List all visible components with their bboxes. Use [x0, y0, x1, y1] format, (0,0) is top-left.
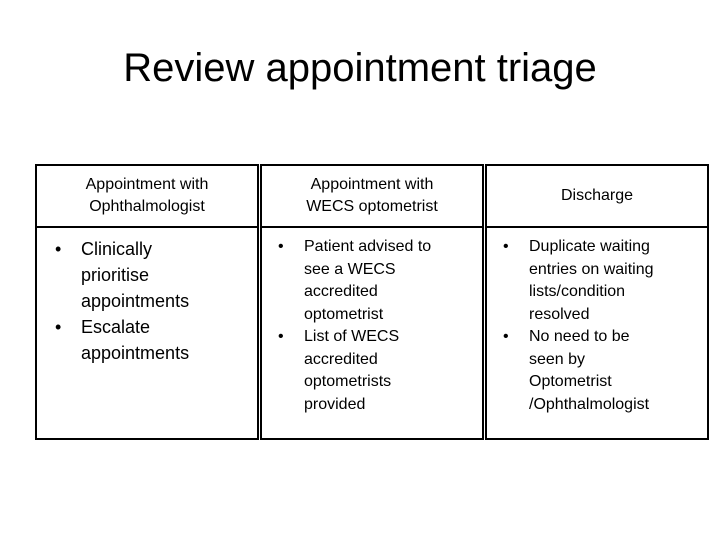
slide-title: Review appointment triage	[123, 46, 597, 90]
column-header-line: WECS optometrist	[306, 198, 438, 215]
column-body: • Duplicate waiting entries on waiting list…	[487, 228, 707, 438]
bullet-text-line: accredited	[304, 283, 378, 300]
bullet-text-line: provided	[304, 395, 366, 413]
bullet-text-line: optometrist	[304, 305, 384, 323]
bullet-text-line: Patient advised to	[304, 238, 432, 255]
column-body: • Patient advised to see a WECS accredited o…	[262, 228, 482, 438]
bullet-text-line: appointments	[81, 343, 190, 363]
bullet-icon: •	[55, 317, 62, 337]
bullet-icon: •	[55, 239, 62, 259]
bullet-list: • Duplicate waiting entries on waiting list…	[503, 236, 697, 416]
bullet-list: • Clinically prioritise appointments • Escala…	[53, 236, 247, 366]
bullet-icon: •	[278, 238, 284, 255]
column-discharge: Discharge • Duplicate waiting entries on wa…	[485, 164, 709, 440]
bullet-item: • Duplicate waiting entries on waiting list…	[503, 236, 697, 326]
column-header-line: Appointment with	[310, 176, 434, 193]
bullet-icon: •	[503, 238, 509, 255]
column-header-line: Appointment with	[85, 176, 209, 193]
bullet-text-line: No need to be	[529, 328, 630, 345]
bullet-text-line: List of WECS	[304, 328, 400, 345]
bullet-text-line: lists/condition	[529, 283, 626, 300]
bullet-text-line: Duplicate waiting	[529, 238, 650, 255]
bullet-icon: •	[503, 328, 509, 345]
column-header-line: Ophthalmologist	[89, 198, 205, 215]
bullet-item: • No need to be seen by Optometrist/Ophthal…	[503, 326, 697, 416]
bullet-text-line: resolved	[529, 305, 590, 323]
bullet-icon: •	[278, 328, 284, 345]
column-header: Discharge	[487, 166, 707, 228]
bullet-text-line: seen by	[529, 350, 586, 368]
bullet-text-line: Clinically	[81, 239, 153, 259]
bullet-text-line: /Ophthalmologist	[529, 395, 650, 413]
column-header-line: Discharge	[560, 187, 634, 204]
bullet-item: • Patient advised to see a WECS accredited o…	[278, 236, 472, 326]
column-body: • Clinically prioritise appointments • Escala…	[37, 228, 257, 438]
bullet-item: • Escalate appointments	[53, 314, 247, 366]
bullet-text-line: accredited	[304, 350, 378, 368]
bullet-text-line: appointments	[81, 291, 190, 311]
bullet-item: • Clinically prioritise appointments	[53, 236, 247, 314]
bullet-text-line: Optometrist	[529, 373, 612, 390]
bullet-list: • Patient advised to see a WECS accredited o…	[278, 236, 472, 416]
bullet-text-line: prioritise	[81, 265, 150, 285]
bullet-text-line: Escalate	[81, 317, 151, 337]
bullet-text-line: see a WECS	[304, 260, 396, 278]
bullet-text-line: entries on waiting	[529, 260, 654, 278]
bullet-item: • List of WECS accredited optometrists provi…	[278, 326, 472, 416]
bullet-text-line: optometrists	[304, 373, 392, 390]
